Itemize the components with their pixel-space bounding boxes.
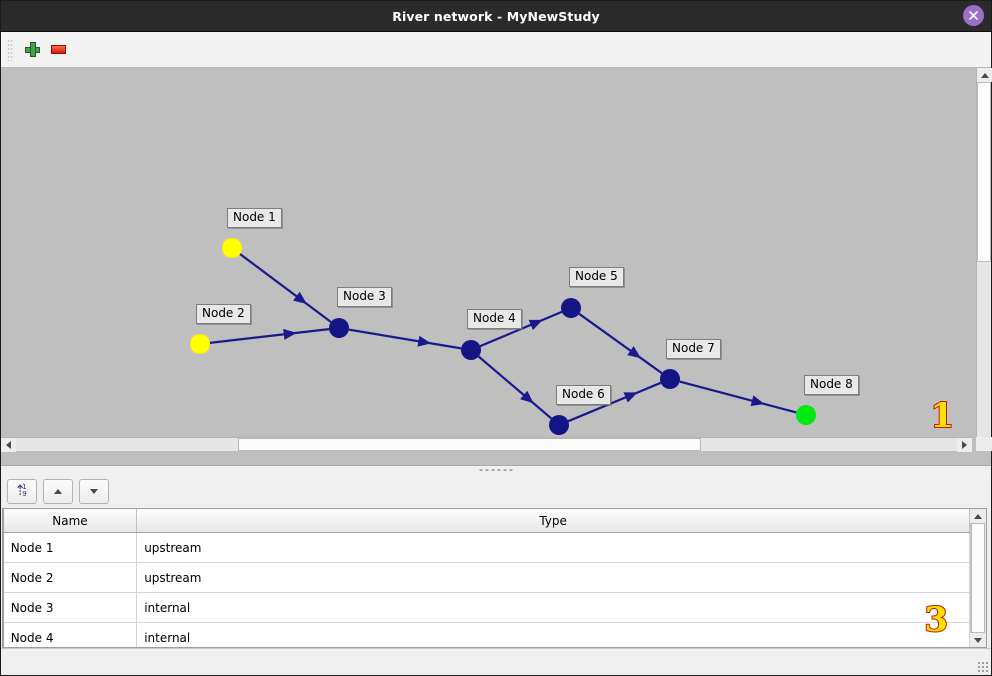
node-label[interactable]: Node 2 [196,304,251,324]
move-up-icon [53,489,62,494]
edge-arrow-icon [528,319,543,330]
node-label[interactable]: Node 6 [556,385,611,405]
triangle-left-icon [6,441,11,449]
move-down-icon [89,489,98,494]
table-cell[interactable]: Node 2 [3,562,138,593]
node-label[interactable]: Node 5 [569,267,624,287]
table-cell[interactable]: Node 3 [3,592,138,623]
triangle-down-icon [973,637,982,643]
scroll-left-button[interactable] [1,438,16,452]
triangle-up-icon [973,513,982,519]
graph-edge[interactable] [479,310,563,348]
add-node-button[interactable] [19,37,45,63]
node-label[interactable]: Node 8 [804,375,859,395]
edge-arrow-icon [293,291,307,304]
graph-node[interactable] [796,405,816,425]
annotation-3: 3 [923,600,949,640]
annotation-1: 1 [929,396,955,436]
triangle-up-icon [980,72,989,78]
resize-grip-icon[interactable] [977,661,988,672]
column-header[interactable]: Type [136,509,971,533]
edge-arrow-icon [750,395,765,407]
edge-arrow-icon [417,335,432,347]
graph-edge[interactable] [578,312,663,375]
column-header[interactable]: Name [3,509,138,533]
node-label[interactable]: Node 4 [467,309,522,329]
node-table-vertical-scrollbar[interactable] [970,509,987,647]
minus-icon [50,45,66,54]
graph-node[interactable] [329,318,349,338]
scrollbar-corner [976,437,991,451]
graph-edge[interactable] [567,381,662,423]
node-scroll-up-button[interactable] [970,509,986,523]
title-bar: River network - MyNewStudy [1,1,991,32]
close-icon[interactable] [963,5,984,26]
triangle-right-icon [962,441,967,449]
horizontal-splitter[interactable] [1,465,991,475]
splitter-grip-icon [478,468,514,472]
graph-edge[interactable] [239,253,332,323]
graph-node[interactable] [461,340,481,360]
canvas-vertical-scrollbar[interactable] [976,68,992,451]
node-scroll-thumb[interactable] [971,523,986,633]
table-cell[interactable]: Node 4 [3,622,138,647]
node-scroll-down-button[interactable] [970,633,986,647]
canvas-horizontal-scrollbar[interactable] [1,437,972,452]
table-cell[interactable]: upstream [136,562,971,593]
edge-arrow-icon [520,390,534,404]
status-bar [1,648,991,675]
graph-node[interactable] [660,369,680,389]
table-cell[interactable]: internal [136,622,971,647]
graph-node[interactable] [549,415,569,435]
edge-arrow-icon [283,328,297,340]
scroll-up-button[interactable] [977,68,992,82]
node-move-down-button[interactable] [78,479,109,504]
node-label[interactable]: Node 7 [666,339,721,359]
table-cell[interactable]: Node 1 [3,532,138,563]
node-label[interactable]: Node 1 [227,208,282,228]
plus-icon [24,42,40,57]
scroll-right-button[interactable] [957,438,972,452]
remove-node-button[interactable] [45,37,71,63]
graph-edge[interactable] [679,380,797,414]
network-canvas-area: Node 1 Node 2 Node 3 Node 4 Node 5 Node 6 Node… [1,68,992,465]
graph-node[interactable] [561,298,581,318]
node-label[interactable]: Node 3 [337,287,392,307]
graph-edge[interactable] [348,328,462,350]
network-canvas[interactable]: Node 1 Node 2 Node 3 Node 4 Node 5 Node 6 Node… [1,68,972,451]
edge-arrow-icon [627,346,641,359]
edge-arrow-icon [623,392,638,403]
window-title: River network - MyNewStudy [392,8,600,24]
toolbar-drag-handle[interactable] [7,38,14,61]
horizontal-scroll-thumb[interactable] [238,438,701,451]
graph-edge[interactable] [209,328,330,344]
table-cell[interactable]: upstream [136,532,971,563]
vertical-scroll-thumb[interactable] [977,82,991,262]
graph-node[interactable] [190,334,210,354]
network-graph [190,238,816,435]
main-toolbar [1,32,991,68]
node-move-up-button[interactable] [42,479,73,504]
graph-node[interactable] [222,238,242,258]
table-cell[interactable]: internal [136,592,971,623]
graph-edge[interactable] [477,355,553,420]
